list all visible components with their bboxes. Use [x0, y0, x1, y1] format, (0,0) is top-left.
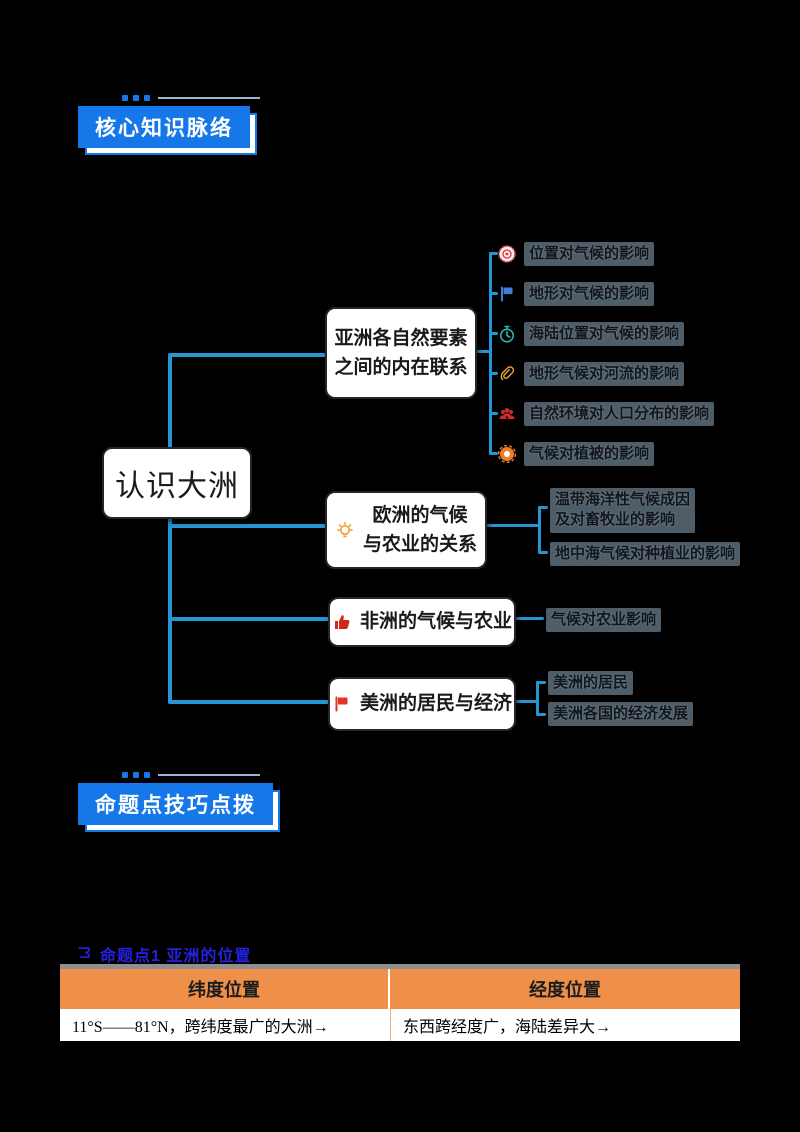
section-badge-core-knowledge: 核心知识脉络	[78, 95, 260, 155]
asia-stub-4	[489, 372, 498, 375]
america-spine	[536, 681, 539, 716]
leaf-label: 海陆位置对气候的影响	[524, 322, 685, 347]
leaf-america-1: 美洲的居民	[548, 671, 634, 696]
asia-spine	[489, 252, 492, 455]
leaf-label: 气候对植被的影响	[524, 442, 655, 467]
europe-stub-1	[538, 506, 548, 509]
connector-asia	[168, 353, 326, 357]
connector-africa	[168, 617, 329, 621]
paperclip-icon	[497, 364, 517, 384]
leaf-america-2: 美洲各国的经济发展	[548, 702, 694, 727]
asia-stub-6	[489, 452, 498, 455]
table-header-row: 纬度位置 经度位置	[60, 969, 740, 1009]
branch-africa: 非洲的气候与农业	[328, 597, 516, 647]
asia-stub-3	[489, 332, 498, 335]
america-stub-2	[536, 713, 546, 716]
asia-spine-link	[473, 350, 491, 353]
leaf-label: 自然环境对人口分布的影响	[524, 402, 715, 427]
leaf-asia-6: 气候对植被的影响	[497, 442, 655, 467]
table-cell-latitude: 11°S——81°N，跨纬度最广的大洲→	[60, 1009, 391, 1041]
leaf-europe-1: 温带海洋性气候成因 及对畜牧业的影响	[550, 488, 696, 533]
branch-asia: 亚洲各自然要素 之间的内在联系	[325, 307, 477, 399]
section-badge-proposition-tips: 命题点技巧点拨	[78, 772, 280, 832]
europe-spine-link	[483, 524, 540, 527]
connector-europe	[168, 524, 326, 528]
table-data-row: 11°S——81°N，跨纬度最广的大洲→ 东西跨经度广，海陆差异大→	[60, 1009, 740, 1041]
branch-europe: 欧洲的气候 与农业的关系	[325, 491, 487, 569]
badge-label: 核心知识脉络	[78, 106, 250, 148]
leaf-asia-4: 地形气候对河流的影响	[497, 362, 685, 387]
table-header-longitude: 经度位置	[529, 980, 601, 1000]
connector-america	[168, 700, 329, 704]
africa-leaf-link	[512, 617, 544, 620]
leaf-label: 美洲的居民	[548, 671, 634, 696]
seal-icon	[497, 244, 517, 264]
leaf-asia-3: 海陆位置对气候的影响	[497, 322, 685, 347]
leaf-label: 气候对农业影响	[546, 608, 662, 633]
pennant-icon	[76, 945, 94, 963]
thumbs-up-icon	[332, 612, 352, 632]
asia-stub-2	[489, 292, 498, 295]
leaf-asia-5: 自然环境对人口分布的影响	[497, 402, 715, 427]
connector-trunk-down	[168, 514, 172, 704]
connector-trunk-up	[168, 355, 172, 451]
leaf-asia-2: 地形对气候的影响	[497, 282, 655, 307]
america-spine-link	[512, 700, 538, 703]
leaf-label: 位置对气候的影响	[524, 242, 655, 267]
badge-label: 命题点技巧点拨	[78, 783, 273, 825]
stopwatch-icon	[497, 324, 517, 344]
lightbulb-icon	[335, 520, 355, 540]
branch-america-label: 美洲的居民与经济	[359, 693, 512, 715]
europe-stub-2	[538, 551, 548, 554]
leaf-asia-1: 位置对气候的影响	[497, 242, 655, 267]
asia-stub-5	[489, 412, 498, 415]
branch-africa-label: 非洲的气候与农业	[359, 611, 512, 633]
branch-asia-label: 亚洲各自然要素 之间的内在联系	[334, 327, 468, 378]
badge-dots-decoration	[122, 95, 260, 101]
branch-europe-label: 欧洲的气候 与农业的关系	[362, 504, 477, 555]
proposition-heading: 命题点1 亚洲的位置	[76, 942, 251, 966]
people-icon	[497, 404, 517, 424]
badge-dots-decoration	[122, 772, 260, 778]
gear-icon	[497, 444, 517, 464]
leaf-europe-2: 地中海气候对种植业的影响	[550, 542, 741, 567]
red-flag-icon	[332, 694, 352, 714]
leaf-label: 地中海气候对种植业的影响	[550, 542, 741, 567]
europe-spine	[538, 506, 541, 554]
blue-flag-icon	[497, 284, 517, 304]
leaf-label: 地形对气候的影响	[524, 282, 655, 307]
proposition-heading-text: 命题点1 亚洲的位置	[100, 948, 252, 965]
branch-america: 美洲的居民与经济	[328, 677, 516, 731]
table-header-latitude: 纬度位置	[60, 969, 390, 1009]
table-cell-longitude: 东西跨经度广，海陆差异大→	[403, 1019, 612, 1036]
position-table: 纬度位置 经度位置 11°S——81°N，跨纬度最广的大洲→ 东西跨经度广，海陆…	[60, 964, 740, 1041]
leaf-africa-1: 气候对农业影响	[546, 608, 662, 633]
asia-stub-1	[489, 252, 498, 255]
leaf-label: 温带海洋性气候成因 及对畜牧业的影响	[550, 488, 696, 533]
mindmap-root-node: 认识大洲	[102, 447, 252, 519]
root-label: 认识大洲	[115, 470, 239, 503]
leaf-label: 美洲各国的经济发展	[548, 702, 694, 727]
leaf-label: 地形气候对河流的影响	[524, 362, 685, 387]
america-stub-1	[536, 681, 546, 684]
